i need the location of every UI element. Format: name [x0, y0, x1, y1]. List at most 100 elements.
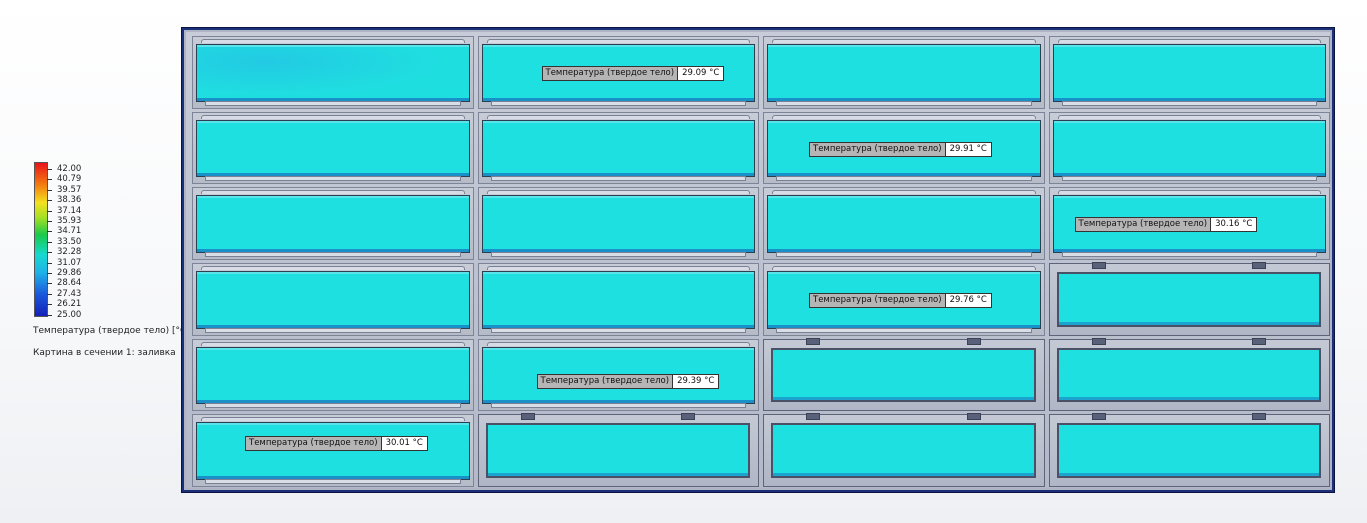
compartment[interactable] [192, 263, 474, 336]
probe-value: 30.01 °C [381, 437, 427, 451]
compartment-top-lip [486, 39, 750, 43]
mount-peg [1091, 262, 1106, 269]
compartment-top-lip [1057, 190, 1321, 195]
probe-value: 29.91 °C [945, 142, 991, 156]
compartment-bottom-lip [205, 478, 461, 484]
compartment[interactable] [192, 36, 474, 109]
probe-quantity: Температура (твердое тело) [246, 437, 382, 451]
empty-compartment[interactable] [1048, 262, 1330, 336]
empty-compartment[interactable] [1048, 337, 1330, 412]
temperature-fill [481, 271, 755, 329]
compartment[interactable] [1048, 111, 1330, 185]
mount-peg [806, 413, 821, 421]
compartment[interactable] [763, 36, 1045, 109]
compartment-top-lip [772, 266, 1036, 270]
compartment-top-lip [486, 266, 750, 270]
probe-label[interactable]: Температура (твердое тело)29.09 °C [541, 66, 725, 81]
probe-label[interactable]: Температура (твердое тело)30.16 °C [1074, 217, 1258, 233]
temperature-fill [1056, 347, 1321, 403]
compartment-bottom-lip [776, 327, 1032, 333]
mount-peg [1091, 413, 1106, 421]
mount-peg [806, 337, 821, 345]
compartment[interactable] [192, 111, 474, 185]
compartment[interactable] [192, 187, 474, 260]
probe-quantity: Температура (твердое тело) [1075, 218, 1212, 232]
compartment-top-lip [772, 39, 1036, 43]
probe-label[interactable]: Температура (твердое тело)30.01 °C [245, 436, 428, 452]
mount-peg [1252, 413, 1267, 421]
empty-compartment[interactable] [477, 413, 759, 487]
compartment[interactable]: Температура (твердое тело)29.76 °C [763, 263, 1045, 336]
legend-tick-label: 25.00 [46, 309, 82, 320]
legend-tick-label: 39.57 [46, 184, 82, 195]
probe-value: 29.39 °C [673, 374, 719, 388]
legend-tick-label: 37.14 [46, 205, 82, 216]
probe-quantity: Температура (твердое тело) [542, 67, 679, 80]
legend-plot-label: Картина в сечении 1: заливка [33, 348, 176, 358]
compartment-top-lip [201, 114, 465, 119]
compartment[interactable]: Температура (твердое тело)29.39 °C [477, 338, 759, 412]
temperature-fill [196, 195, 470, 253]
compartment[interactable] [1048, 36, 1330, 109]
temperature-fill [196, 346, 470, 405]
compartment[interactable]: Температура (твердое тело)29.09 °C [477, 36, 759, 109]
probe-quantity: Температура (твердое тело) [810, 142, 946, 156]
empty-compartment[interactable] [1048, 413, 1330, 487]
compartment-top-lip [201, 417, 465, 422]
probe-label[interactable]: Температура (твердое тело)29.91 °C [809, 141, 992, 157]
compartment-top-lip [772, 114, 1036, 119]
probe-label[interactable]: Температура (твердое тело)29.39 °C [536, 373, 720, 389]
probe-value: 30.16 °C [1211, 218, 1257, 232]
compartment-top-lip [486, 114, 750, 119]
compartment-bottom-lip [1061, 100, 1317, 106]
temperature-fill [1056, 423, 1321, 478]
compartment[interactable] [477, 263, 759, 336]
compartment-top-lip [201, 190, 465, 195]
compartment-bottom-lip [205, 327, 461, 333]
compartment-bottom-lip [776, 251, 1032, 257]
compartment[interactable] [192, 338, 474, 412]
temperature-fill [196, 119, 470, 178]
legend-tick-label: 26.21 [46, 299, 82, 310]
legend-tick-label: 35.93 [46, 216, 82, 226]
compartment-bottom-lip [776, 100, 1032, 106]
mount-peg [966, 337, 981, 345]
compartment[interactable] [477, 111, 759, 185]
mount-peg [1091, 337, 1106, 345]
probe-value: 29.76 °C [945, 294, 991, 307]
legend-tick-label: 38.36 [46, 195, 82, 206]
compartment-bottom-lip [776, 176, 1032, 182]
legend-tick-label: 28.64 [46, 278, 82, 289]
compartment[interactable] [763, 187, 1045, 260]
temperature-fill [767, 195, 1041, 253]
compartment[interactable]: Температура (твердое тело)29.91 °C [763, 111, 1045, 185]
temperature-fill [485, 423, 750, 478]
probe-label[interactable]: Температура (твердое тело)29.76 °C [809, 293, 992, 308]
empty-compartment[interactable] [763, 337, 1045, 412]
legend-tick-label: 34.71 [46, 226, 82, 237]
legend-tick-label: 42.00 [46, 164, 82, 174]
legend-tick-label: 27.43 [46, 288, 82, 299]
mount-peg [681, 413, 696, 421]
legend-tick-label: 40.79 [46, 174, 82, 185]
probe-quantity: Температура (твердое тело) [537, 374, 674, 388]
probe-quantity: Температура (твердое тело) [810, 294, 946, 307]
compartment-top-lip [201, 39, 465, 43]
compartment[interactable]: Температура (твердое тело)30.16 °C [1048, 187, 1330, 260]
compartment-bottom-lip [490, 100, 746, 106]
compartment[interactable] [477, 187, 759, 260]
temperature-fill [196, 271, 470, 329]
compartment-bottom-lip [490, 327, 746, 333]
compartment[interactable]: Температура (твердое тело)30.01 °C [192, 414, 474, 487]
mount-peg [1252, 262, 1267, 269]
temperature-fill [481, 119, 755, 178]
temperature-color-bar [34, 162, 48, 317]
compartment-bottom-lip [205, 100, 461, 106]
empty-compartment[interactable] [763, 413, 1045, 487]
mount-peg [966, 413, 981, 421]
temperature-fill [481, 195, 755, 253]
legend-tick-label: 32.28 [46, 247, 82, 258]
